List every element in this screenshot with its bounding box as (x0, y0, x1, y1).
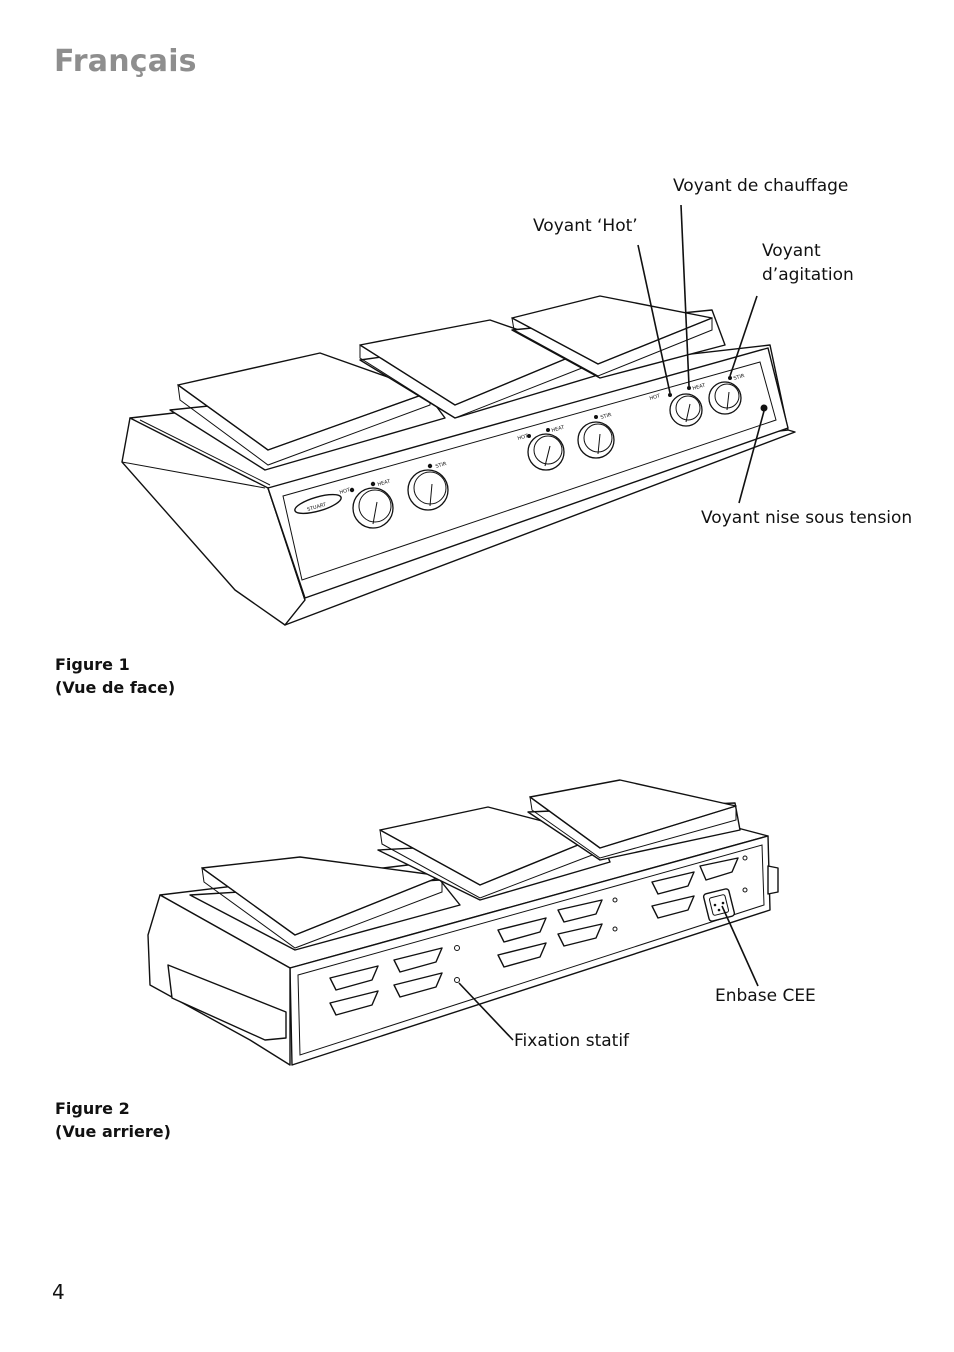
hot-light-2 (527, 434, 531, 438)
label-stir-light-line2: d’agitation (762, 265, 854, 285)
figure1-front-view-drawing: STUART HOT HEAT STIR HOT HEAT STIR HOT H… (121, 204, 796, 626)
brand-text: STUART (306, 502, 327, 513)
label-stand-fixing: Fixation statif (514, 1031, 630, 1051)
hot-marking-2: HOT (517, 433, 530, 442)
control-panel (267, 347, 789, 599)
stir-marking-2: STIR (600, 412, 613, 421)
figure1-caption-title: Figure 1 (55, 655, 130, 674)
leader-iec-inlet (721, 905, 759, 987)
stand-fixing-hole-1 (454, 945, 460, 951)
power-light (760, 404, 768, 412)
label-hot-light: Voyant ‘Hot’ (533, 216, 638, 236)
stir-light-1 (427, 463, 433, 469)
brand-badge (294, 493, 342, 515)
knob-stir-2[interactable] (577, 421, 615, 459)
label-stir-light-line1: Voyant (762, 241, 821, 261)
leader-power-light (738, 410, 765, 504)
leader-heat-light (680, 204, 690, 387)
figure2-caption: Figure 2 (Vue arriere) (55, 1097, 171, 1143)
leader-stir-light (729, 295, 758, 377)
rear-foot (167, 964, 287, 1041)
heat-marking-1: HEAT (377, 478, 392, 488)
control-panel-inset (282, 361, 777, 581)
hot-marking-1: HOT (339, 487, 352, 496)
heat-light-1 (370, 481, 376, 487)
page-heading: Français (54, 44, 197, 79)
hot-light-1 (349, 487, 355, 493)
leader-hot-light (637, 244, 671, 394)
heat-marking-3: HEAT (692, 382, 707, 392)
knob-heat-1[interactable] (352, 487, 394, 529)
heat-light-2 (546, 428, 550, 432)
vent-slots (329, 857, 739, 1016)
hot-marking-3: HOT (649, 393, 662, 402)
hot-light-3 (668, 393, 672, 397)
stir-marking-3: STIR (733, 373, 746, 382)
stir-light-2 (594, 415, 598, 419)
knob-heat-3[interactable] (669, 393, 703, 427)
heat-marking-2: HEAT (551, 424, 566, 434)
stand-fixing-hole-2 (454, 977, 460, 983)
knob-stir-1[interactable] (407, 469, 449, 511)
figure1-caption: Figure 1 (Vue de face) (55, 653, 175, 699)
knob-heat-2[interactable] (527, 433, 565, 471)
label-heat-light: Voyant de chauffage (673, 176, 849, 196)
label-power-light: Voyant nise sous tension (701, 508, 913, 528)
figure2-caption-subtitle: (Vue arriere) (55, 1122, 171, 1141)
leader-stand-fixing (458, 982, 514, 1041)
figure2-caption-title: Figure 2 (55, 1099, 130, 1118)
figure1-caption-subtitle: (Vue de face) (55, 678, 176, 697)
rear-side-tab (767, 865, 779, 895)
label-iec-inlet: Enbase CEE (715, 986, 816, 1006)
heat-light-3 (687, 386, 691, 390)
iec-inlet (702, 888, 736, 922)
stir-marking-1: STIR (435, 461, 448, 470)
stir-light-3 (728, 376, 732, 380)
page-number: 4 (52, 1280, 65, 1304)
knob-stir-3[interactable] (708, 381, 742, 415)
